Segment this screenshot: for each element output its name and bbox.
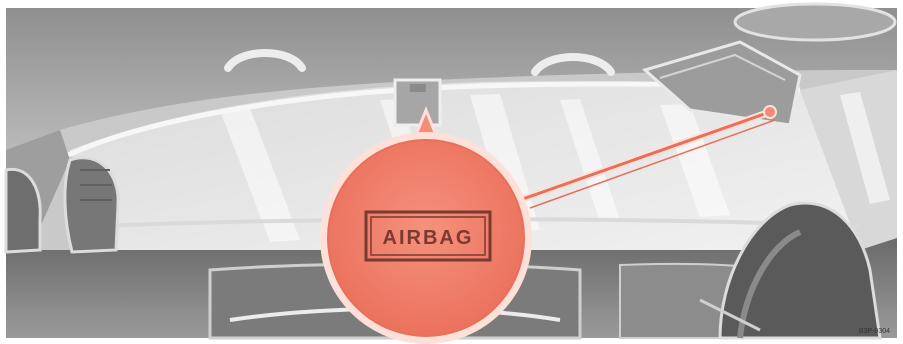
rearview-mirror-icon [395, 80, 440, 125]
image-code: B3P-0304 [859, 328, 890, 335]
airbag-label: AIRBAG [383, 227, 474, 249]
